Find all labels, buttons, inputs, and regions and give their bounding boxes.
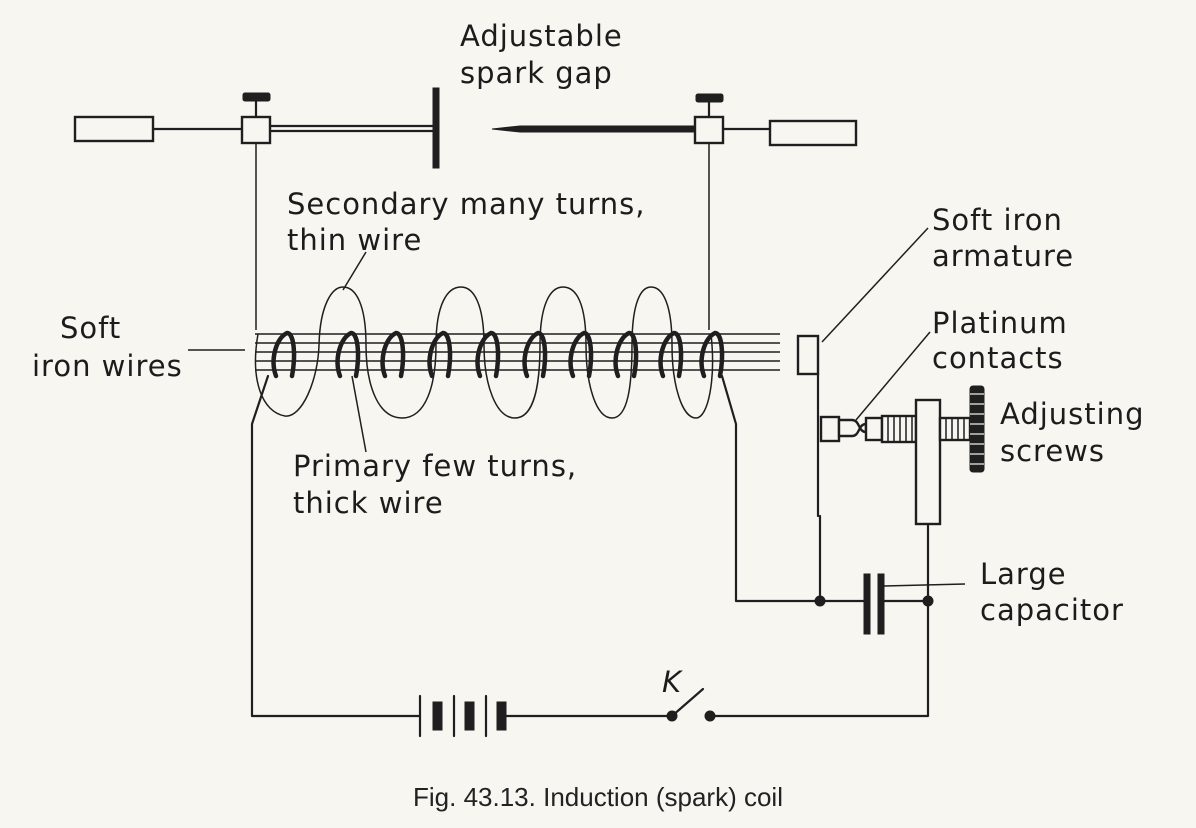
right-insulating-handle <box>768 119 858 147</box>
label-screws-line2: screws <box>1000 434 1105 468</box>
label-spark-gap-line1: Adjustable <box>460 19 623 53</box>
right-terminal-screw-icon <box>695 93 724 103</box>
left-terminal-screw-icon <box>242 92 271 102</box>
label-soft-iron-wires-line2: iron wires <box>32 349 183 383</box>
adjusting-screw-thread-icon <box>880 414 918 444</box>
label-primary-line1: Primary few turns, <box>293 449 577 483</box>
label-primary-line2: thick wire <box>293 486 444 520</box>
spark-gap-plate <box>432 87 440 169</box>
label-armature-line1: Soft iron <box>932 203 1063 237</box>
label-switch-k: K <box>662 665 683 699</box>
leader-lines <box>188 227 966 587</box>
adjusting-screw-knob-icon <box>969 385 985 473</box>
right-terminal-block <box>693 115 725 145</box>
primary-circuit <box>250 374 934 718</box>
secondary-leads <box>255 143 710 330</box>
label-secondary-line2: thin wire <box>287 223 422 257</box>
spark-gap-point <box>491 125 696 133</box>
label-contacts-line1: Platinum <box>932 306 1068 340</box>
figure-caption: Fig. 43.13. Induction (spark) coil <box>413 782 783 812</box>
capacitor-icon <box>863 573 885 635</box>
soft-iron-core <box>255 333 780 371</box>
left-terminal-block <box>240 115 272 145</box>
switch-k <box>666 687 716 722</box>
label-soft-iron-wires-line1: Soft <box>60 311 121 345</box>
platinum-contacts-icon <box>837 418 868 438</box>
label-spark-gap-line2: spark gap <box>460 56 613 90</box>
primary-coil <box>271 330 725 379</box>
label-capacitor-line2: capacitor <box>980 593 1124 627</box>
contact-pillar <box>914 398 942 526</box>
left-insulating-handle <box>73 115 155 143</box>
spark-gap-assembly <box>73 87 858 169</box>
secondary-coil <box>254 286 714 419</box>
label-secondary-line1: Secondary many turns, <box>287 187 645 221</box>
label-contacts-line2: contacts <box>932 341 1064 375</box>
label-capacitor-line1: Large <box>980 557 1067 591</box>
label-screws-line1: Adjusting <box>1000 397 1145 431</box>
labels: Adjustable spark gap Secondary many turn… <box>32 19 1145 699</box>
contact-breaker <box>796 334 985 603</box>
soft-iron-armature <box>796 334 820 376</box>
battery-icon <box>418 694 507 738</box>
label-armature-line2: armature <box>932 239 1074 273</box>
